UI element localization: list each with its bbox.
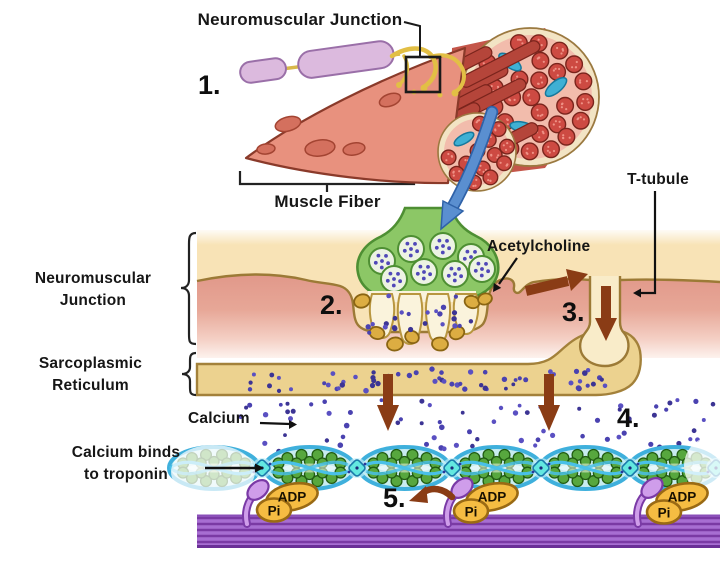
membrane-outline [196, 273, 720, 334]
power-stroke-arrow [409, 485, 456, 503]
synaptic-terminal [356, 206, 500, 302]
label-calcium-binds-line1: Calcium binds [71, 444, 181, 461]
troponin-node [347, 458, 367, 478]
label-calcium-binds-troponin: Calcium binds to troponin [52, 442, 200, 486]
myelin-segment [239, 57, 287, 84]
step-3: 3. [562, 297, 585, 327]
label-nmj-line2: Junction [59, 292, 127, 309]
adp-label: ADP [477, 489, 507, 505]
myosin-heads [242, 477, 664, 528]
step-5: 5. [383, 483, 406, 513]
pi-label: Pi [464, 504, 478, 520]
left-fade-glow [171, 445, 255, 499]
label-muscle-fiber: Muscle Fiber [274, 192, 381, 211]
nmj-highlight-box [404, 55, 442, 94]
label-sr-line2: Reticulum [52, 377, 129, 394]
muscle-fiber-illustration [239, 21, 600, 231]
pi-badge [255, 497, 293, 523]
label-nmj-line1: Neuromuscular [34, 270, 152, 287]
impulse-arrow-right [524, 276, 570, 296]
synaptic-vesicles [368, 232, 496, 293]
pi-badge [645, 499, 683, 525]
acetylcholine-dots [365, 293, 474, 335]
t-tubule-down-arrow-head [595, 318, 617, 341]
step-arrows-brown [524, 269, 617, 341]
acetylcholine-pointer-arrow [498, 257, 518, 285]
sarcoplasmic-reticulum-band [195, 329, 642, 397]
label-acetylcholine: Acetylcholine [487, 238, 591, 255]
myosin-head [242, 479, 270, 528]
label-sr-line1: Sarcoplasmic [38, 355, 143, 372]
step-2: 2. [320, 290, 343, 320]
label-neuromuscular-junction-top: Neuromuscular Junction [197, 10, 403, 29]
junctional-folds [353, 291, 493, 352]
troponin-node [442, 458, 462, 478]
troponin-node [531, 458, 551, 478]
label-neuromuscular-junction-side: Neuromuscular Junction [8, 268, 178, 312]
nmj-label-leader-line [403, 21, 421, 56]
zoom-arrow [440, 105, 499, 231]
step-4: 4. [617, 403, 640, 433]
muscle-fiber-body [244, 46, 467, 185]
myelin-segment [297, 40, 395, 79]
actin-filament-segment [357, 445, 452, 491]
impulse-arrow-right-head [566, 269, 588, 291]
adp-label: ADP [667, 489, 697, 505]
label-sarcoplasmic-reticulum: Sarcoplasmic Reticulum [8, 353, 173, 397]
calcium-release-arrows [377, 374, 560, 431]
actin-filament-row [167, 436, 720, 499]
pi-label: Pi [657, 505, 671, 521]
step-1: 1. [198, 70, 221, 100]
sr-bracket [181, 351, 197, 397]
myosin-head [633, 477, 664, 528]
actin-filament-segment [262, 445, 357, 491]
t-tubule-pointer-arrow [640, 191, 657, 295]
nmj-bracket [180, 231, 197, 346]
adp-pi-badges [255, 481, 709, 525]
fiber-nuclei [256, 92, 402, 157]
troponin-node [620, 458, 640, 478]
label-calcium: Calcium [188, 410, 250, 427]
pi-badge [452, 498, 490, 524]
calcium-dots-in-sr [247, 366, 608, 394]
calcium-pointer-arrow [259, 421, 291, 426]
label-pointers [205, 191, 657, 473]
pi-label: Pi [267, 503, 281, 519]
right-fade-glow [684, 436, 720, 496]
mitochondrion [453, 131, 475, 147]
actin-filament-segment [538, 445, 633, 491]
label-calcium-binds-line2: to troponin [84, 466, 168, 483]
label-t-tubule: T-tubule [627, 171, 689, 188]
acetylcholine-receptor-blobs [353, 292, 493, 352]
adp-label: ADP [277, 489, 307, 505]
